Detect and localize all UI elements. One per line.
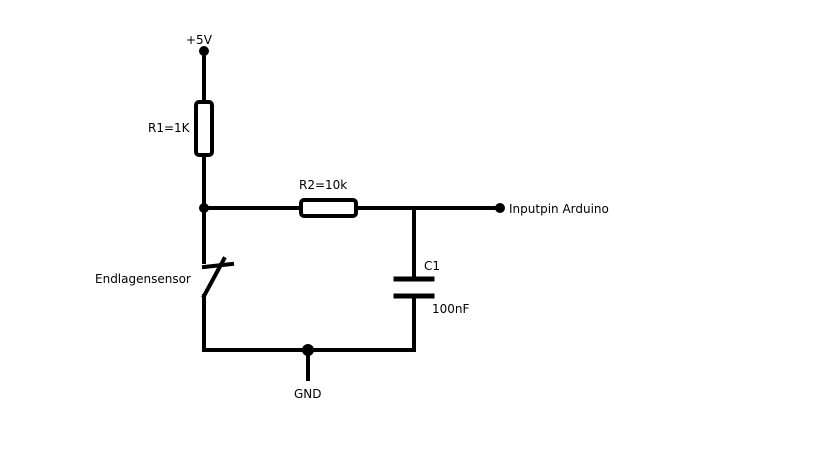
supply-label: +5V	[186, 33, 213, 47]
ground-label: GND	[294, 387, 322, 401]
switch-blade	[201, 256, 227, 299]
resistor-r1	[194, 100, 214, 157]
output-label: Inputpin Arduino	[509, 202, 609, 216]
c1-label: C1	[424, 259, 440, 273]
switch-top-bar	[201, 261, 235, 270]
r2-label: R2=10k	[299, 178, 347, 192]
resistor-r2	[299, 198, 358, 218]
r1-label: R1=1K	[148, 121, 191, 135]
output-terminal	[495, 203, 505, 213]
switch-label: Endlagensensor	[95, 272, 191, 286]
c1-value: 100nF	[432, 302, 470, 316]
